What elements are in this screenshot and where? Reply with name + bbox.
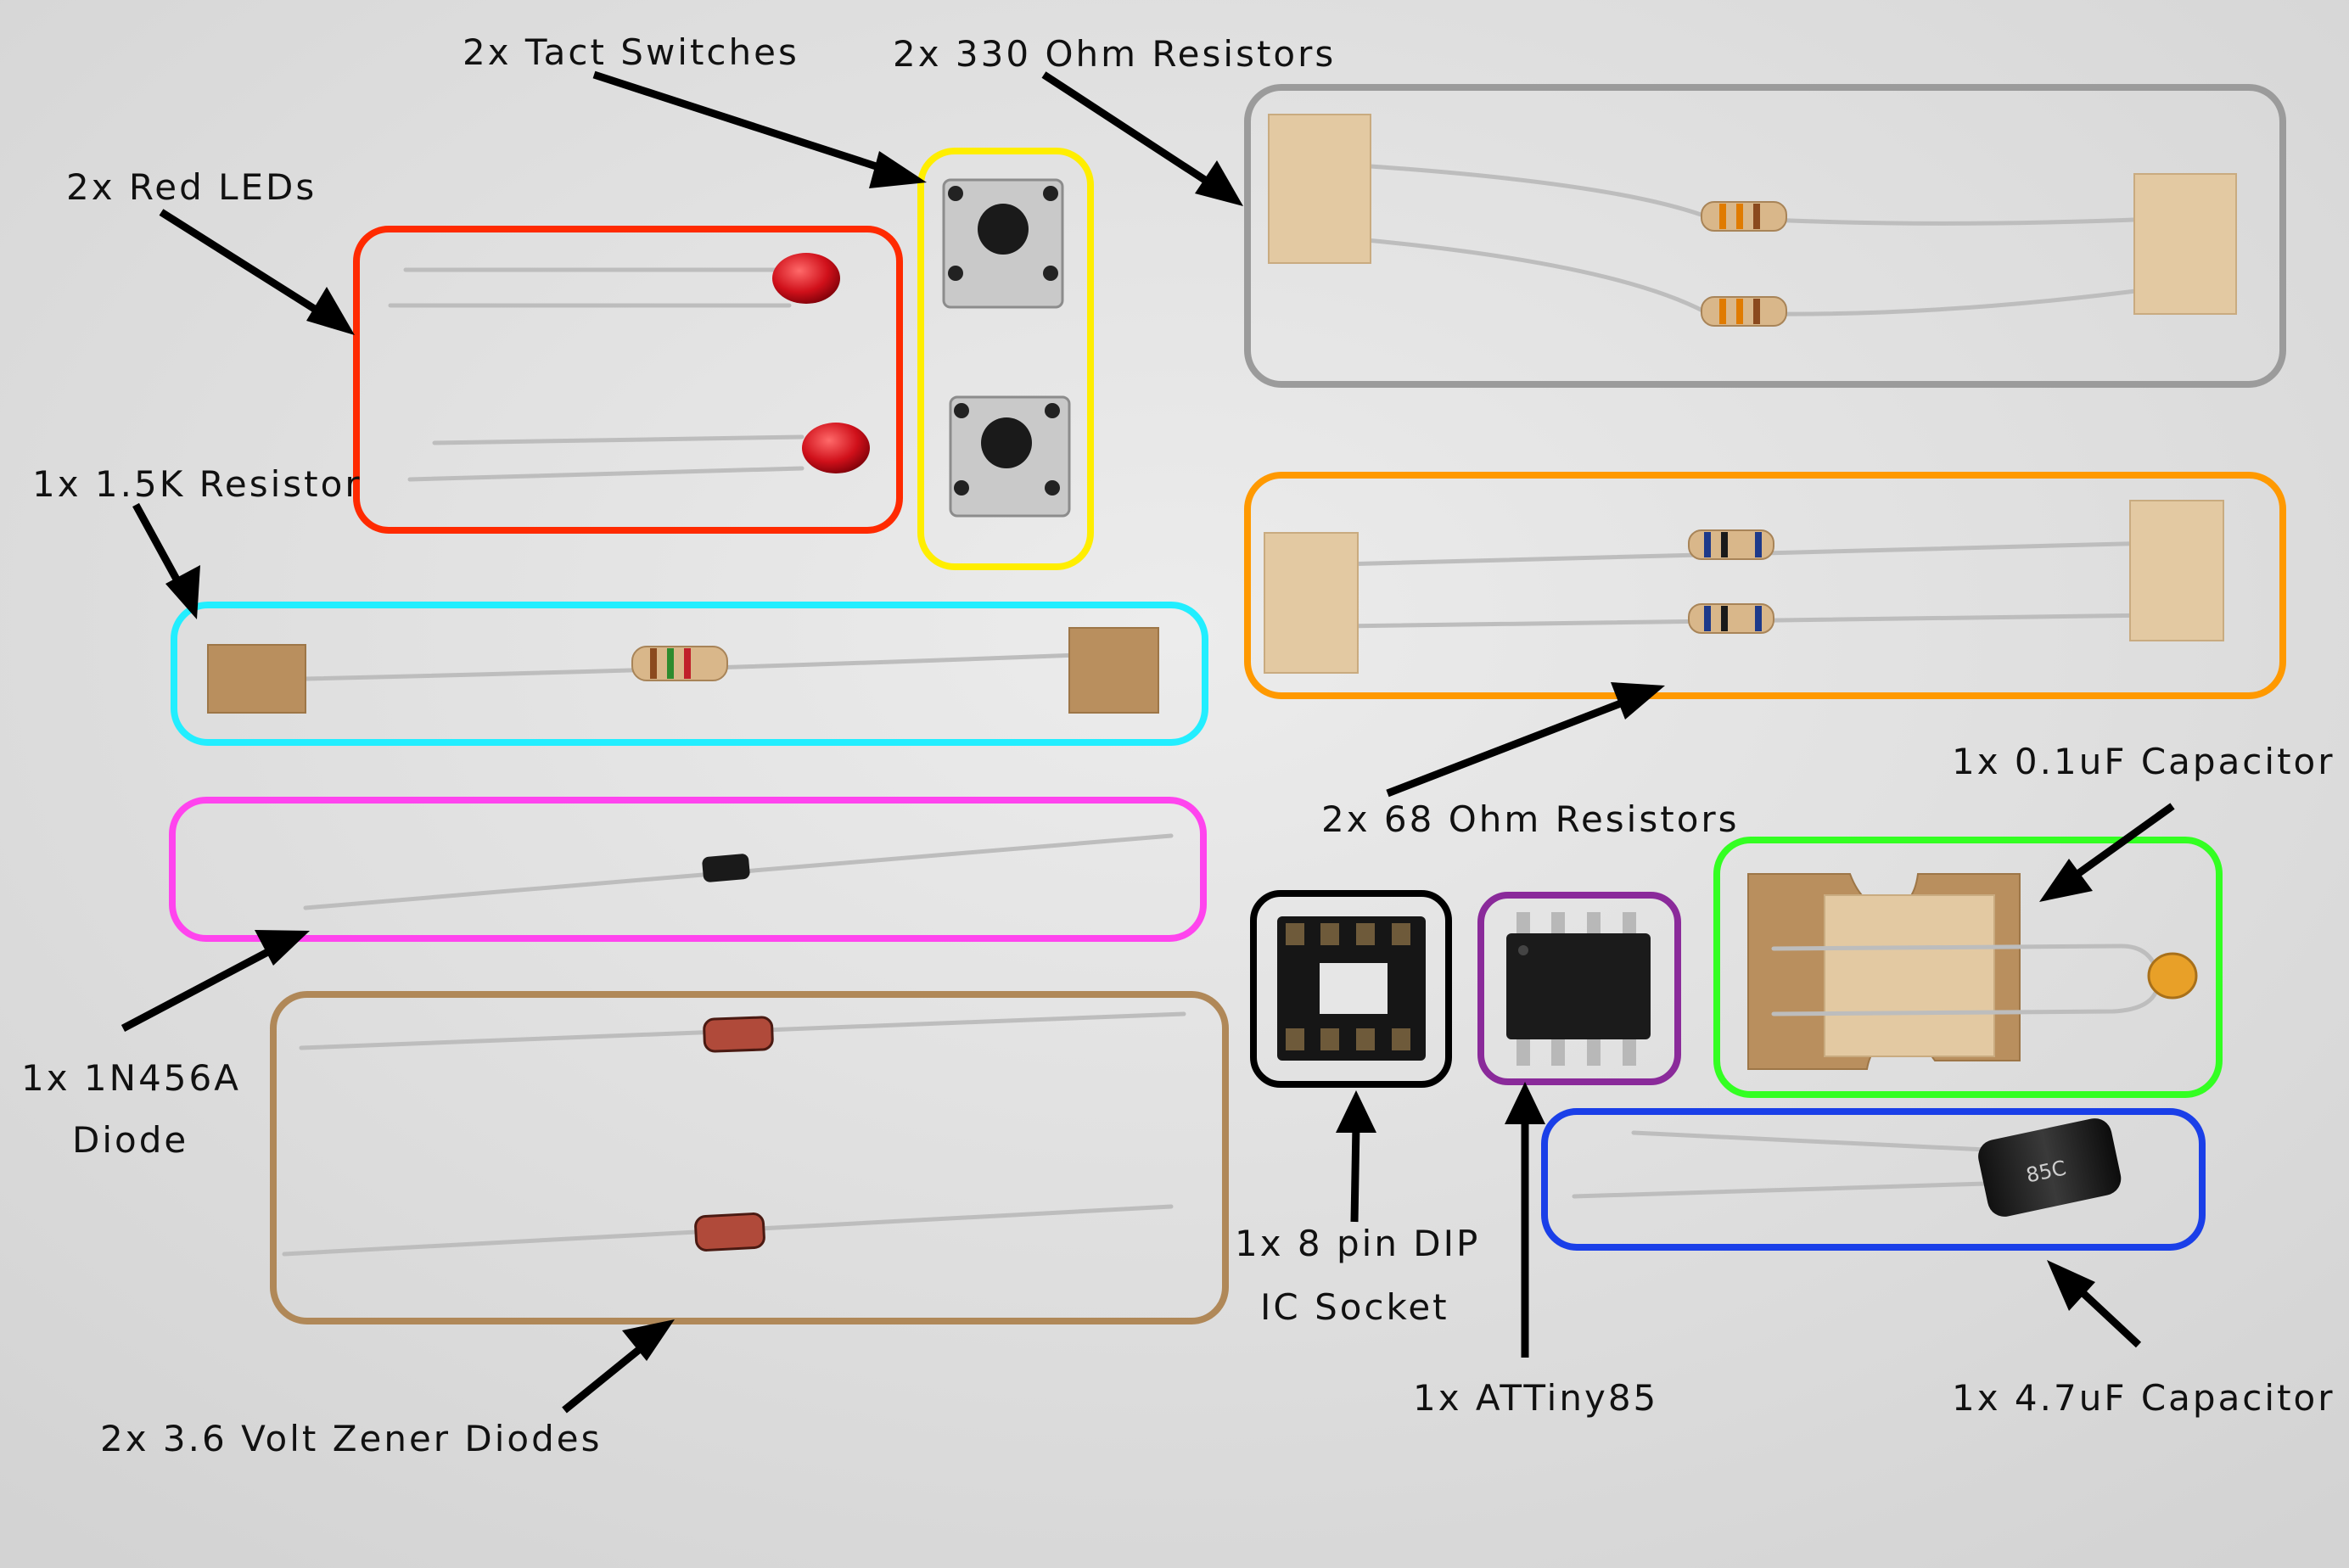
dip-socket-label-line1: 1x 8 pin DIP	[1235, 1223, 1480, 1264]
red-led	[802, 423, 870, 473]
tape-strip	[1068, 627, 1159, 714]
red-led	[772, 253, 840, 304]
attiny85-box	[1477, 892, 1681, 1085]
330-ohm-resistors-label: 2x 330 Ohm Resistors	[893, 33, 1336, 75]
1n456a-diode-label-line1: 1x 1N456A	[21, 1057, 241, 1099]
zener-diodes-label: 2x 3.6 Volt Zener Diodes	[100, 1418, 603, 1459]
cap-47uf-box	[1541, 1108, 2206, 1251]
dip-socket-group	[1250, 890, 1452, 1088]
red-leds-label: 2x Red LEDs	[66, 166, 317, 208]
tape-strip	[1268, 114, 1371, 264]
1k5-resistor-label: 1x 1.5K Resistor	[32, 463, 362, 505]
labels: 2x Tact Switches 2x 330 Ohm Resistors 2x…	[21, 31, 2335, 1459]
1n456a-diode-group	[169, 797, 1207, 942]
resistor	[631, 646, 728, 681]
attiny85-chip	[1506, 933, 1651, 1039]
dip-socket-box	[1250, 890, 1452, 1088]
zener-diodes-box	[270, 991, 1229, 1324]
330-ohm-resistors-group	[1244, 84, 2286, 388]
cap-01uf-label: 1x 0.1uF Capacitor	[1952, 741, 2335, 782]
red-leds-box	[353, 226, 903, 534]
electrolytic-capacitor: 85C	[1978, 1118, 2122, 1217]
tape-strip	[1824, 894, 1995, 1057]
tape-strip	[1264, 532, 1359, 674]
cap-01uf-box	[1713, 837, 2223, 1098]
cap-01uf-group	[1713, 837, 2223, 1098]
68-ohm-resistors-group	[1244, 472, 2286, 699]
resistor	[1701, 201, 1787, 232]
68-ohm-resistors-label: 2x 68 Ohm Resistors	[1321, 798, 1740, 840]
1n456a-diode-box	[169, 797, 1207, 942]
tape-strip	[2133, 173, 2237, 315]
zener-diodes-group	[270, 991, 1229, 1324]
cap-47uf-group: 85C	[1541, 1108, 2206, 1251]
tact-switches-box	[917, 148, 1094, 570]
attiny85-group	[1477, 892, 1681, 1085]
cap-47uf-label: 1x 4.7uF Capacitor	[1952, 1377, 2335, 1419]
red-leds-group	[353, 226, 903, 534]
resistor	[1701, 296, 1787, 327]
diode	[702, 854, 750, 882]
attiny85-label: 1x ATTiny85	[1413, 1377, 1658, 1419]
330-ohm-resistors-box	[1244, 84, 2286, 388]
ceramic-capacitor	[2147, 952, 2198, 1000]
tact-switches-label: 2x Tact Switches	[463, 31, 799, 73]
1k5-resistor-box	[171, 602, 1208, 746]
68-ohm-resistors-box	[1244, 472, 2286, 699]
tact-switches-group	[917, 148, 1094, 570]
dip-socket-label-line2: IC Socket	[1260, 1286, 1449, 1328]
arrows	[121, 70, 2175, 1414]
zener-diode	[694, 1212, 765, 1252]
tape-strip	[207, 644, 306, 714]
zener-diode	[703, 1016, 774, 1053]
1n456a-diode-label-line2: Diode	[72, 1119, 188, 1161]
1k5-resistor-group	[171, 602, 1208, 746]
tape-strip	[2129, 500, 2224, 641]
